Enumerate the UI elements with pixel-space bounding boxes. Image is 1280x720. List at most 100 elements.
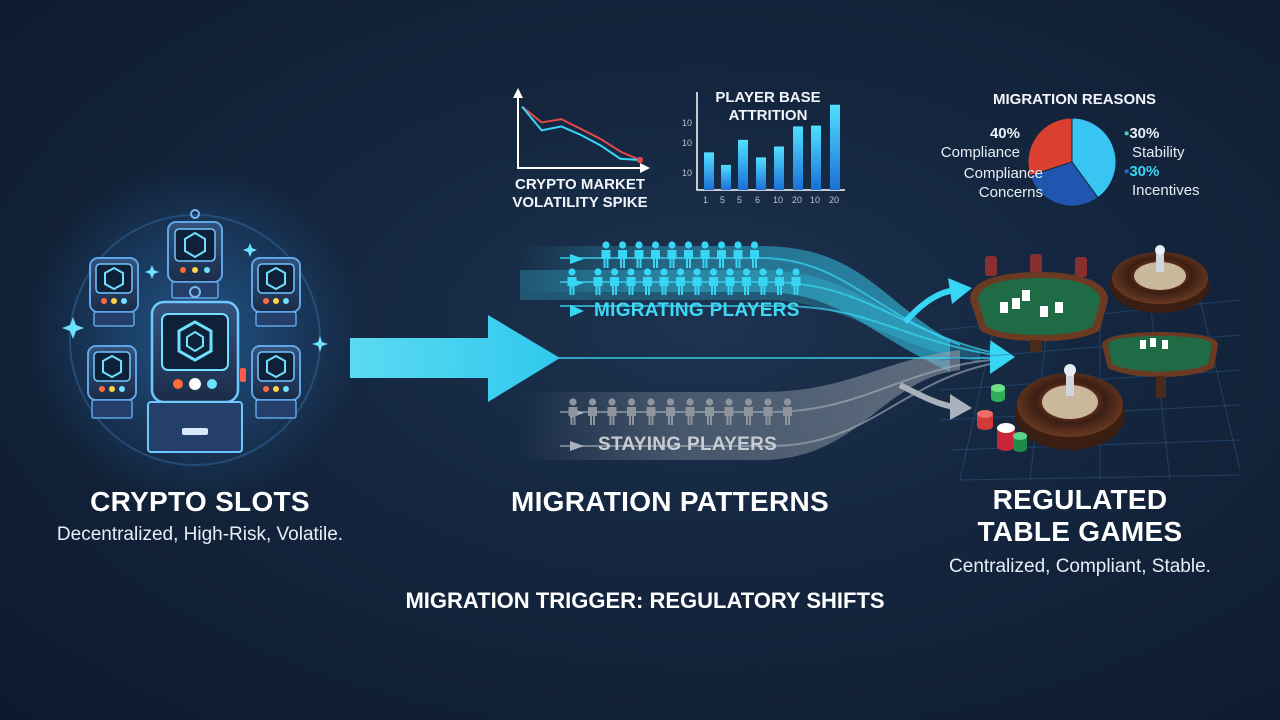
pie-left-labels: 40% Compliance <box>940 124 1020 162</box>
blackjack-table <box>1102 332 1218 398</box>
bar-4 <box>756 157 766 190</box>
person-icon <box>610 268 619 295</box>
staying-players-icons <box>568 398 792 425</box>
person-icon <box>676 268 685 295</box>
bar-x-tick: 10 <box>810 195 821 205</box>
person-icon <box>709 268 718 295</box>
person-icon <box>783 398 792 425</box>
pie-left-line2: Compliance <box>963 165 1043 182</box>
bar-3 <box>738 139 748 190</box>
pie-chart-title: MIGRATION REASONS <box>993 91 1157 108</box>
person-icon <box>775 268 784 295</box>
crypto-slots-illustration <box>25 165 365 505</box>
person-icon <box>607 398 617 425</box>
attrition-chart-title: PLAYER BASE ATTRITION <box>700 89 836 125</box>
bar-x-tick: 5 <box>737 195 743 205</box>
bar-x-tick: 5 <box>720 195 726 205</box>
migration-patterns-section: MIGRATION PATTERNS <box>470 486 870 518</box>
pie-right-label2: Incentives <box>1132 182 1200 199</box>
legend-square-icon: ▪ <box>1124 125 1130 142</box>
person-icon <box>626 268 636 295</box>
person-icon <box>700 241 710 268</box>
attrition-chart-title-text: PLAYER BASE ATTRITION <box>715 89 821 124</box>
blackjack-table <box>970 254 1108 352</box>
person-icon <box>568 398 578 425</box>
pie-right-pct2: 30% <box>1129 163 1160 180</box>
slot-machine-icon <box>251 257 301 327</box>
person-icon <box>750 241 759 268</box>
crypto-slots-subtitle: Decentralized, High-Risk, Volatile. <box>56 524 344 545</box>
volatility-chart-title-text: CRYPTO MARKET VOLATILITY SPIKE <box>512 176 648 211</box>
roulette-wheel <box>1015 364 1125 450</box>
person-icon <box>685 398 695 425</box>
person-icon <box>742 268 751 295</box>
slot-machine-icon <box>89 257 139 327</box>
pie-slice-1 <box>1071 117 1117 199</box>
axis-arrow-icon <box>640 163 650 173</box>
migration-trigger-text: MIGRATION TRIGGER: REGULATORY SHIFTS <box>405 588 885 613</box>
casino-chips-icon <box>977 384 1027 452</box>
person-icon <box>601 241 611 268</box>
main-slot-machine-icon <box>147 286 243 453</box>
pie-left-lower-labels: Compliance Concerns <box>928 164 1043 202</box>
pie-slice-2 <box>1029 161 1099 207</box>
arrow-to-tables-icon <box>948 278 972 304</box>
pie-right-labels: ▪30% Stability ▪30% Incentives <box>1124 124 1234 200</box>
bar-2 <box>721 164 731 190</box>
bar-x-tick: 6 <box>755 195 761 205</box>
pie-left-pct: 40% <box>989 125 1020 142</box>
person-icon <box>705 398 714 425</box>
person-icon <box>651 241 660 268</box>
person-icon <box>733 241 743 268</box>
person-icon <box>724 398 734 425</box>
reasons-pie-chart <box>1027 117 1117 207</box>
line-series-2 <box>521 105 641 162</box>
arrow-to-tables-icon <box>990 340 1015 374</box>
pie-slice-3 <box>1027 117 1073 177</box>
line-end-point <box>637 157 643 164</box>
line-chart-axes <box>517 92 645 169</box>
crypto-slots-section: CRYPTO SLOTS Decentralized, High-Risk, V… <box>40 486 360 546</box>
pie-right-label1: Stability <box>1132 144 1185 161</box>
bar-6 <box>793 126 803 190</box>
migration-patterns-title: MIGRATION PATTERNS <box>510 486 830 517</box>
table-games-illustration <box>939 245 1241 481</box>
axis-arrow-icon <box>513 88 523 98</box>
person-icon <box>588 398 597 425</box>
person-icon <box>627 398 636 425</box>
slot-machine-icon <box>167 209 223 299</box>
person-icon <box>643 268 652 295</box>
person-icon <box>567 268 577 295</box>
pie-right-pct1: 30% <box>1129 125 1160 142</box>
bar-1 <box>704 152 714 190</box>
person-icon <box>763 398 773 425</box>
bar-x-tick: 20 <box>792 195 803 205</box>
bar-x-tick: 1 <box>703 195 709 205</box>
person-icon <box>667 241 677 268</box>
volatility-line-chart <box>513 88 650 173</box>
person-icon <box>618 241 627 268</box>
bar-x-tick: 20 <box>829 195 840 205</box>
person-icon <box>666 398 675 425</box>
bar-y-tick: 10 <box>682 118 693 128</box>
regulated-tables-section: REGULATED TABLE GAMES Centralized, Compl… <box>920 484 1240 578</box>
bar-y-tick: 10 <box>682 168 693 178</box>
arrow-to-tables-icon <box>950 394 972 420</box>
line-series-1 <box>521 105 641 161</box>
bar-x-tick: 10 <box>773 195 784 205</box>
main-migration-arrow <box>350 315 560 402</box>
person-icon <box>717 241 726 268</box>
person-icon <box>646 398 656 425</box>
person-icon <box>758 268 768 295</box>
volatility-chart-title: CRYPTO MARKET VOLATILITY SPIKE <box>505 176 655 212</box>
person-icon <box>744 398 753 425</box>
bar-y-tick: 10 <box>682 138 693 148</box>
bar-5 <box>774 146 784 190</box>
attrition-bar-chart <box>696 92 845 191</box>
person-icon <box>593 268 603 295</box>
sparkle-icon <box>62 317 84 339</box>
person-icon <box>659 268 669 295</box>
sparkle-icon <box>312 336 328 352</box>
bar-7 <box>811 125 821 190</box>
